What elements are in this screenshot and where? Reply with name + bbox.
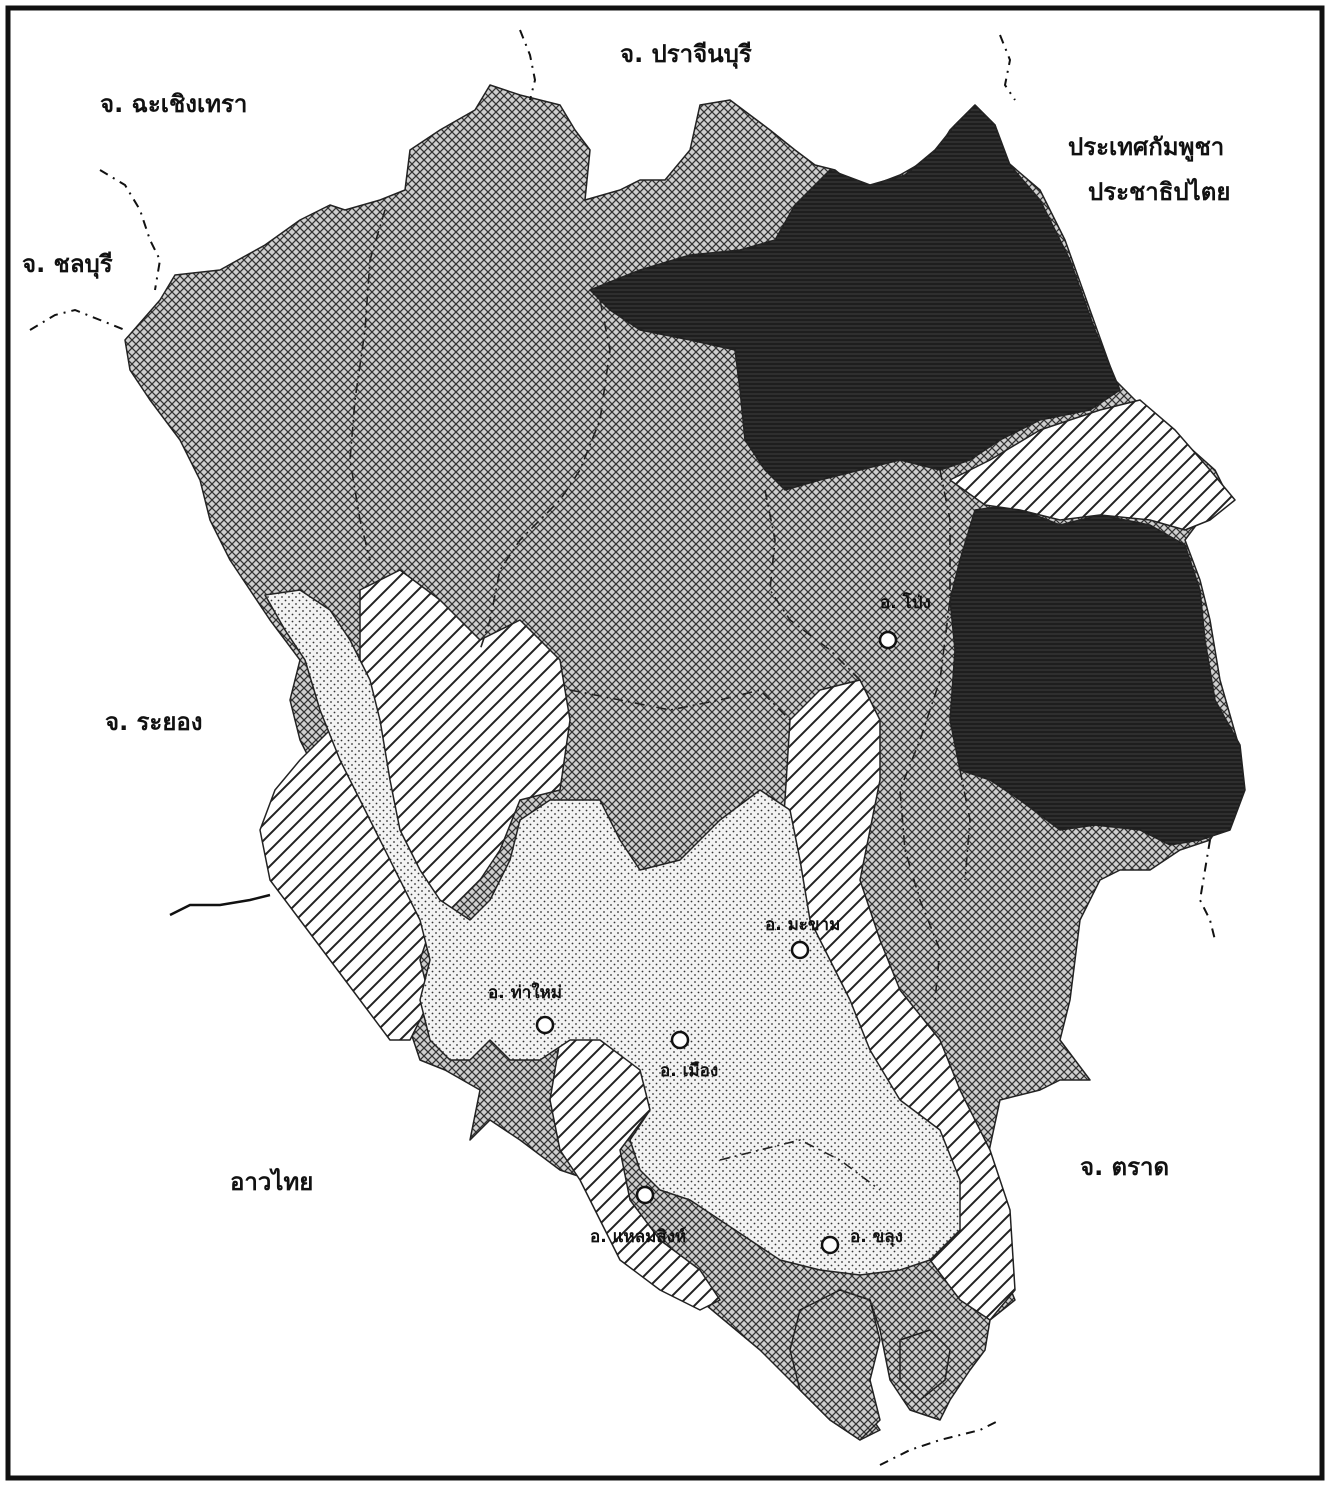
town-label-tha-mai: อ. ท่าใหม่ [488,982,562,1003]
label-chonburi: จ. ชลบุรี [22,250,113,280]
stripe-region-east [949,399,1236,531]
boundary-trat [1198,839,1216,941]
label-cambodia-line2: ประชาธิปไตย [1088,177,1230,206]
boundary-prachinburi-cambodia [999,34,1016,101]
town-label-laem-sing: อ. แหลมสิงห์ [590,1226,686,1247]
district-boundary-1 [349,209,386,561]
town-marker-tha-mai[interactable] [535,1015,555,1035]
dark-region-northeast [589,104,1121,491]
boundary-chachoengsao-chonburi [99,169,162,291]
dark-region-east [949,504,1246,846]
town-label-mueang: อ. เมือง [660,1060,718,1081]
town-marker-makham[interactable] [790,940,810,960]
district-boundary-2 [479,299,611,651]
dotted-region-lowland [264,589,961,1276]
map-border [5,5,1325,1481]
coastline-rayong [169,893,271,917]
district-boundary-4 [569,689,791,721]
label-cambodia-line1: ประเทศกัมพูชา [1068,133,1224,162]
label-gulf-of-thailand: อาวไทย [230,1167,313,1196]
town-label-pong: อ. โป่ง [880,592,931,613]
district-boundary-7 [719,1139,881,1191]
town-marker-pong[interactable] [878,630,898,650]
town-marker-laem-sing[interactable] [635,1185,655,1205]
label-trat: จ. ตราด [1080,1153,1169,1181]
island-crosshatch-1 [789,1289,881,1441]
town-label-makham: อ. มะขาม [765,915,840,935]
district-boundary-3 [764,489,861,681]
label-prachinburi: จ. ปราจีนบุรี [620,40,752,70]
district-boundary-6 [959,769,971,881]
town-marker-mueang[interactable] [670,1030,690,1050]
town-label-khlung: อ. ขลุง [850,1227,903,1247]
town-marker-khlung[interactable] [820,1235,840,1255]
boundary-prachinburi-west [519,29,537,101]
label-chachoengsao: จ. ฉะเชิงเทรา [100,90,247,118]
label-rayong: จ. ระยอง [105,708,203,736]
boundary-south-sea [879,1419,1001,1466]
island-crosshatch-2 [899,1329,951,1401]
district-boundary-5 [899,469,951,1001]
boundary-chonburi-rayong [29,308,126,331]
